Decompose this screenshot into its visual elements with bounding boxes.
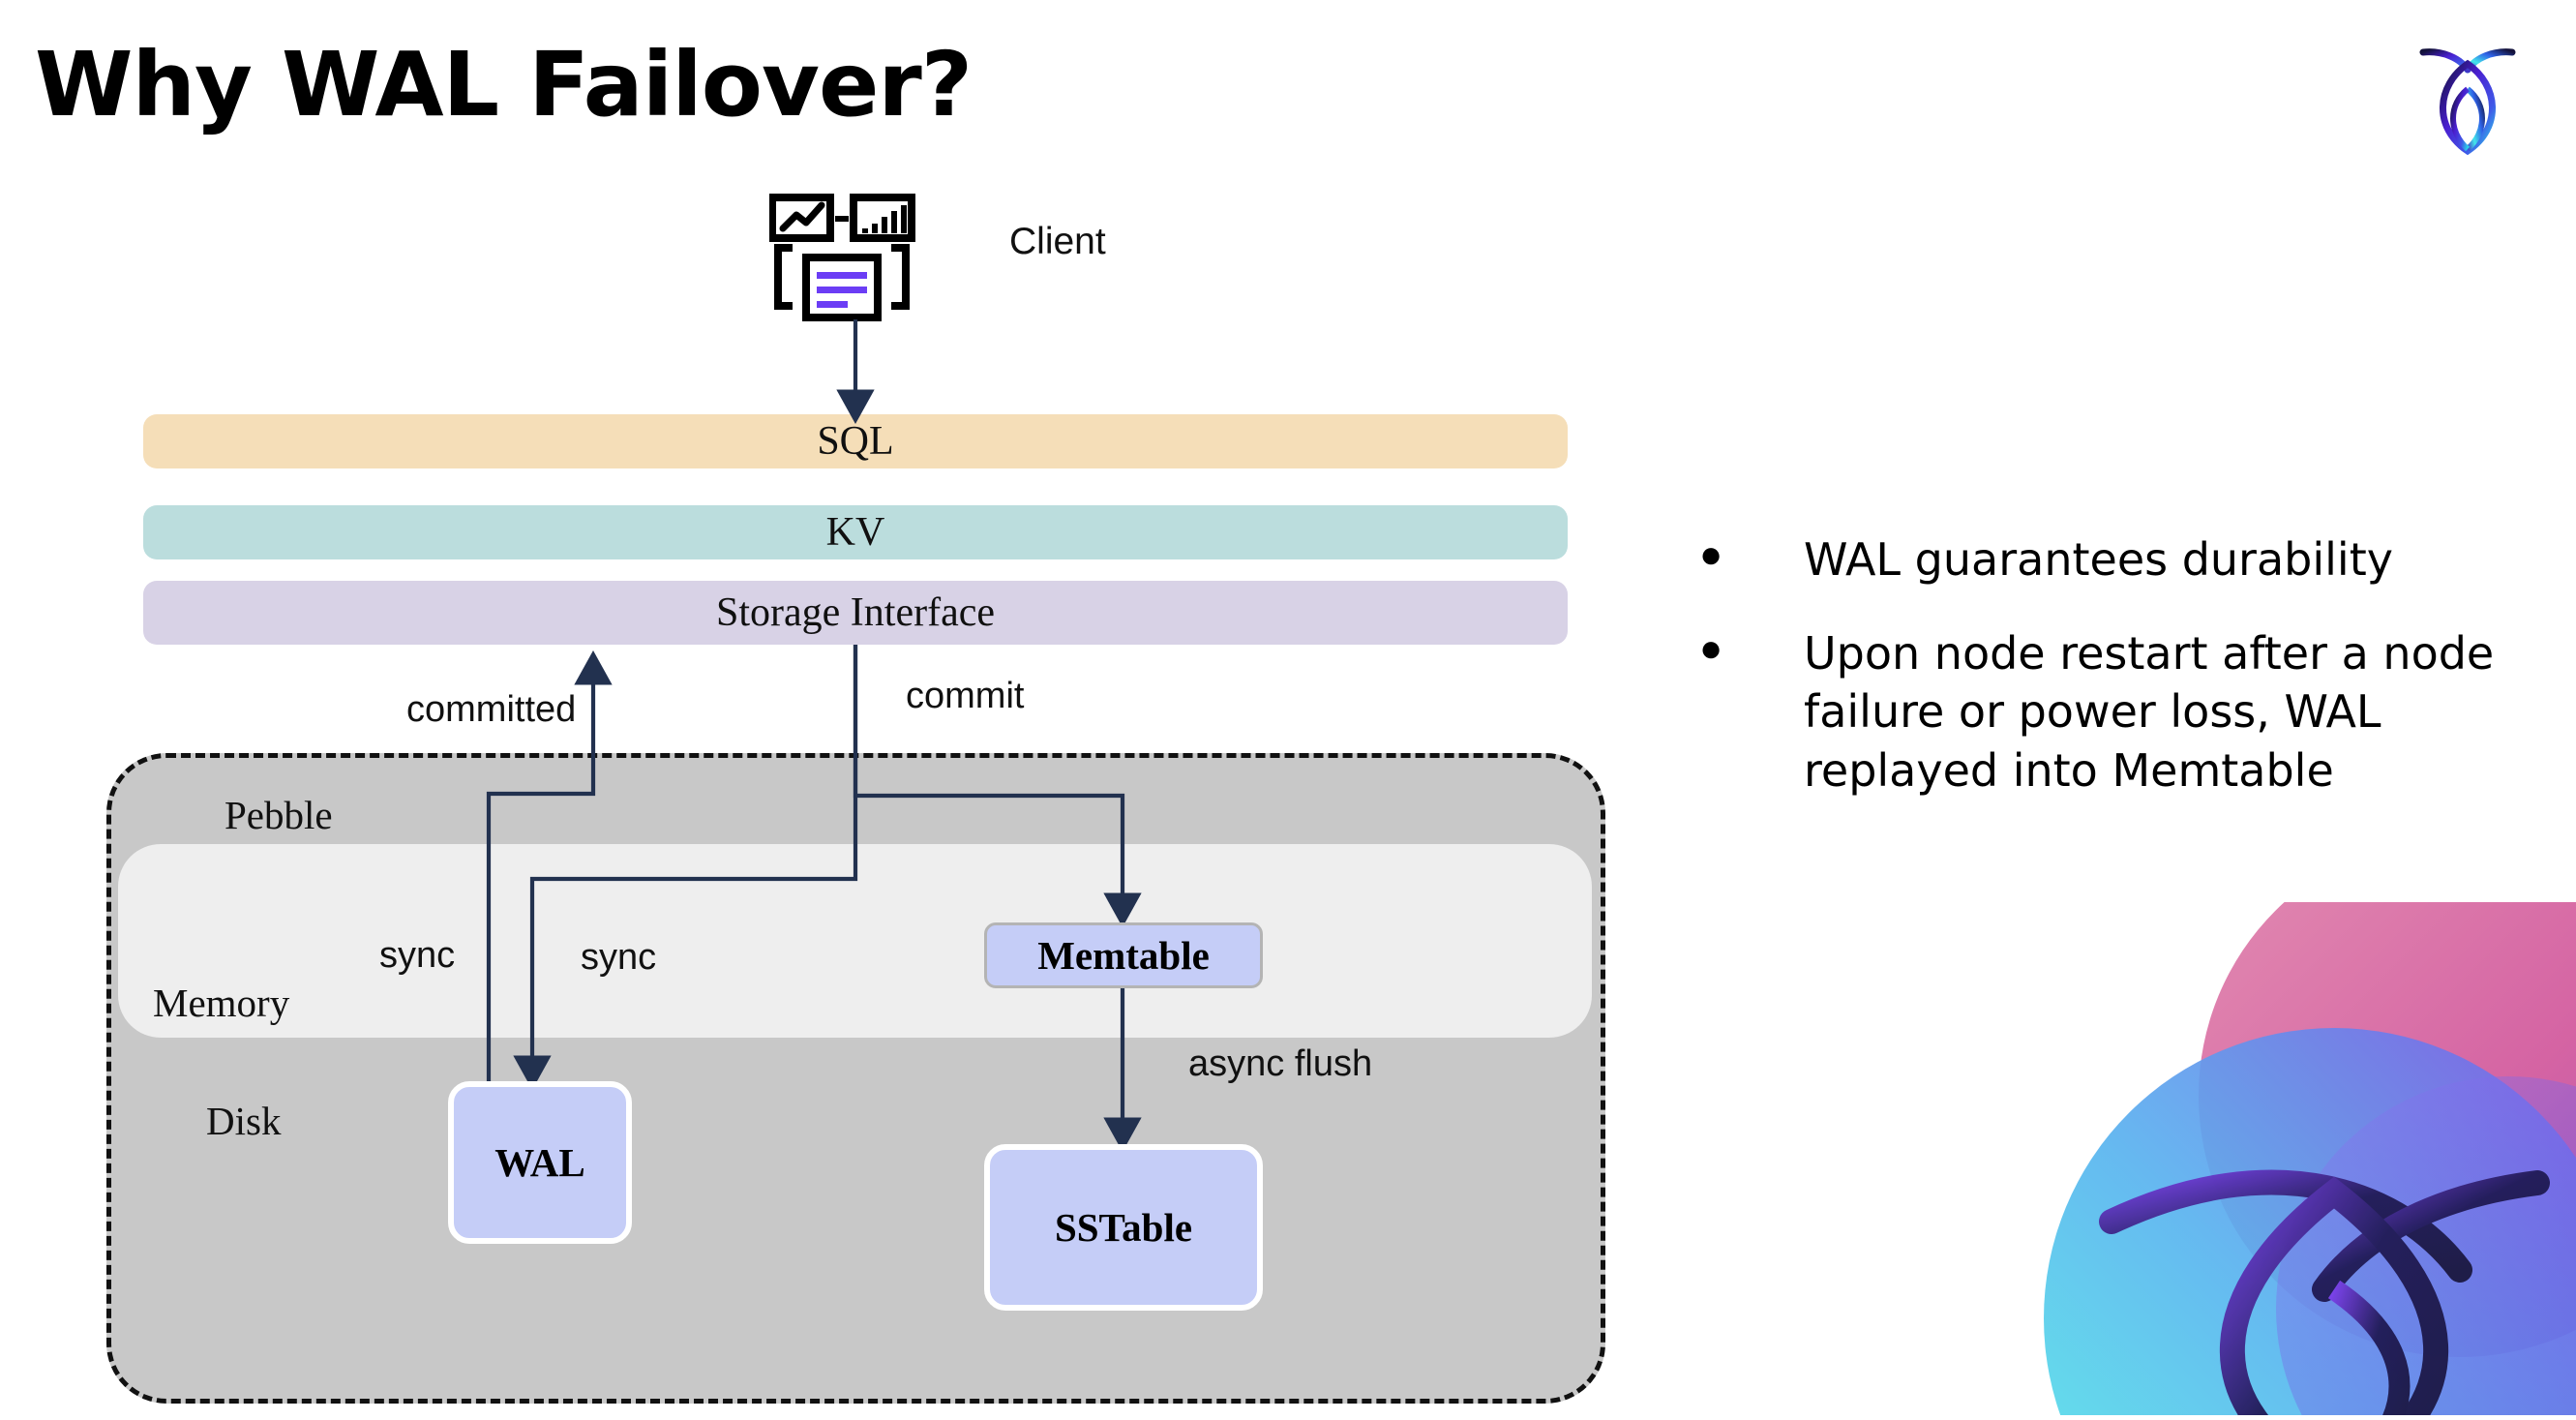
bullet-marker-icon: ● bbox=[1699, 626, 1723, 670]
decorative-circles-graphic bbox=[1918, 834, 2576, 1420]
node-wal: WAL bbox=[448, 1081, 632, 1244]
layer-bar-storage-interface: Storage Interface bbox=[143, 581, 1568, 645]
node-sstable: SSTable bbox=[984, 1144, 1263, 1311]
client-label: Client bbox=[1009, 221, 1106, 262]
list-item: ● WAL guarantees durability bbox=[1699, 530, 2531, 589]
disk-label: Disk bbox=[206, 1099, 282, 1143]
bullet-list: ● WAL guarantees durability ● Upon node … bbox=[1699, 530, 2531, 835]
list-item: ● Upon node restart after a node failure… bbox=[1699, 624, 2531, 801]
edge-label-commit: commit bbox=[906, 676, 1025, 716]
edge-label-async-flush: async flush bbox=[1188, 1043, 1373, 1084]
client-dashboard-icon bbox=[768, 192, 924, 327]
edge-label-sync-left: sync bbox=[379, 935, 456, 976]
bullet-text: Upon node restart after a node failure o… bbox=[1804, 626, 2495, 798]
bullet-text: WAL guarantees durability bbox=[1804, 533, 2393, 586]
architecture-diagram: Client SQL KV Storage Interface Pebble M… bbox=[106, 192, 1605, 1404]
memory-region bbox=[118, 844, 1592, 1038]
cockroachdb-logo-icon bbox=[2410, 35, 2526, 161]
edge-label-sync-right: sync bbox=[581, 937, 657, 978]
pebble-label: Pebble bbox=[225, 793, 333, 837]
page-title: Why WAL Failover? bbox=[35, 33, 973, 136]
layer-bar-kv: KV bbox=[143, 505, 1568, 559]
node-memtable: Memtable bbox=[984, 922, 1263, 988]
bullet-marker-icon: ● bbox=[1699, 533, 1723, 576]
layer-bar-sql: SQL bbox=[143, 414, 1568, 468]
memory-label: Memory bbox=[153, 981, 290, 1025]
edge-label-committed: committed bbox=[406, 689, 577, 730]
